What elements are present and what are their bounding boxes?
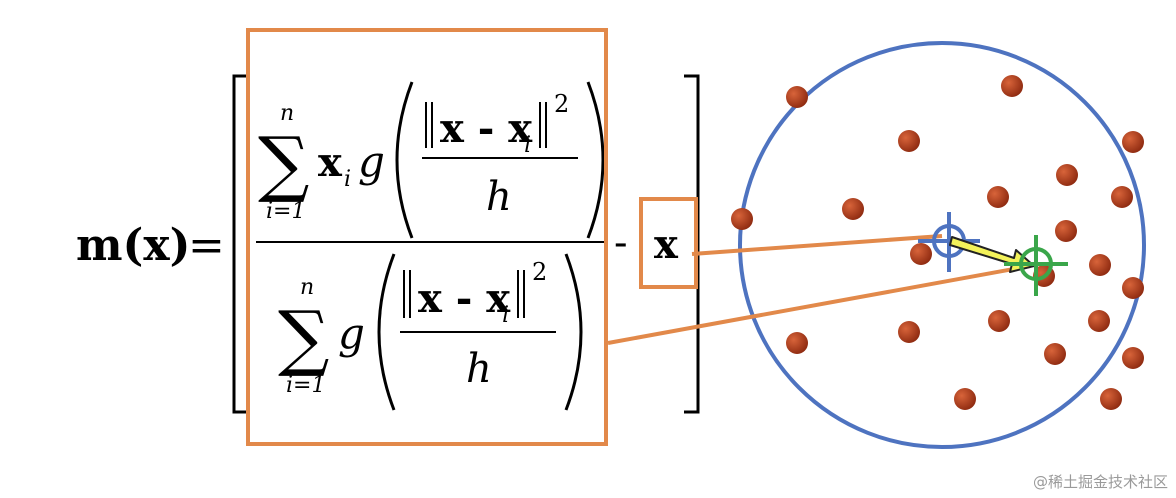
den-sum-lower: i=1 [286,373,325,398]
window-circle [738,41,1146,449]
denominator: n ∑ i=1 g x - x i 2 h [278,253,583,411]
connector-fraction-to-mean [607,264,1031,345]
num-sigma: ∑ [258,121,309,205]
num-h: h [486,174,512,220]
sample-point [910,243,932,265]
fraction-highlight-box [246,28,608,446]
num-right-paren [586,81,605,239]
den-norm-text: x - x [418,275,511,322]
den-kernel: g [338,309,365,358]
den-sum-upper: n [300,275,314,300]
den-sigma: ∑ [278,295,329,379]
num-weight-vector: x [318,139,343,186]
num-sum-upper: n [280,101,294,126]
sample-point [1001,75,1023,97]
sample-point [1100,388,1122,410]
sample-point [1089,254,1111,276]
formula: m(x) = n ∑ i=1 x i g x - x i 2 h [76,74,700,414]
den-left-paren [377,253,396,411]
num-norm-subscript: i [524,133,531,158]
sample-point [1056,164,1078,186]
den-exponent: 2 [532,258,547,286]
watermark: @稀土掘金技术社区 [1032,473,1168,491]
left-bracket [232,74,248,414]
shifted-mean-crosshair-icon [1004,235,1068,296]
num-exponent: 2 [554,90,569,118]
sample-point [786,332,808,354]
formula-x-term: x [654,221,679,268]
num-kernel: g [358,137,385,186]
formula-lhs: m(x) [76,220,190,271]
sample-point [1044,343,1066,365]
sample-point [1122,347,1144,369]
sample-points [731,75,1144,410]
sample-point [898,321,920,343]
sample-point [988,310,1010,332]
sample-point [954,388,976,410]
num-norm-text: x - x [440,105,533,152]
sample-point [731,208,753,230]
num-left-paren [395,81,414,239]
den-norm-subscript: i [502,303,509,328]
den-right-paren [564,253,583,411]
formula-minus: - [614,220,628,266]
numerator: n ∑ i=1 x i g x - x i 2 h [258,81,605,239]
num-sum-lower: i=1 [266,199,305,224]
sample-point [1088,310,1110,332]
x-highlight-box [639,197,698,289]
sample-point [1122,131,1144,153]
den-h: h [466,346,492,392]
sample-point [1111,186,1133,208]
sample-point [987,186,1009,208]
sample-point [1122,277,1144,299]
connector-x-to-center [691,234,943,256]
sample-point [842,198,864,220]
mean-shift-window [607,41,1146,449]
formula-equals: = [188,220,225,271]
sample-point [1055,220,1077,242]
num-weight-subscript: i [344,167,351,192]
sample-point [786,86,808,108]
sample-point [898,130,920,152]
